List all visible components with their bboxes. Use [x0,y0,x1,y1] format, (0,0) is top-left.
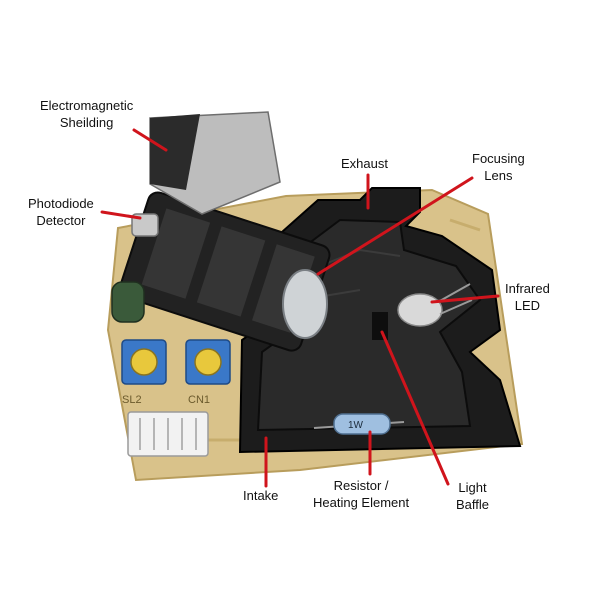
infrared-led [397,293,443,327]
resistor-marking: 1W [348,420,364,431]
board-marking-cn1: CN1 [188,394,210,406]
label-exhaust: Exhaust [341,156,388,171]
light-baffle [372,312,388,340]
callout-focusing-lens [316,176,474,276]
callout-lines [100,128,500,488]
capacitor [111,281,145,323]
label-intake: Intake [243,488,279,503]
shielding-shadow [150,114,200,190]
focusing-lens [282,269,328,339]
label-electromagnetic-shielding: Electromagnetic Sheilding [40,98,134,130]
label-resistor-heating-element: Resistor / Heating Element [313,478,410,510]
resistor [333,413,391,435]
callout-shielding [132,128,168,152]
photodiode [131,213,159,237]
label-light-baffle: Light Baffle [456,480,490,512]
callout-photodiode [100,210,142,220]
label-focusing-lens: Focusing Lens [472,151,525,183]
callout-infrared-led [430,294,500,304]
callout-light-baffle [380,330,450,486]
board-marking-sl2: SL2 [122,394,142,406]
optical-block [119,191,331,352]
label-infrared-led: Infrared LED [505,281,550,313]
label-photodiode-detector: Photodiode Detector [28,196,94,228]
